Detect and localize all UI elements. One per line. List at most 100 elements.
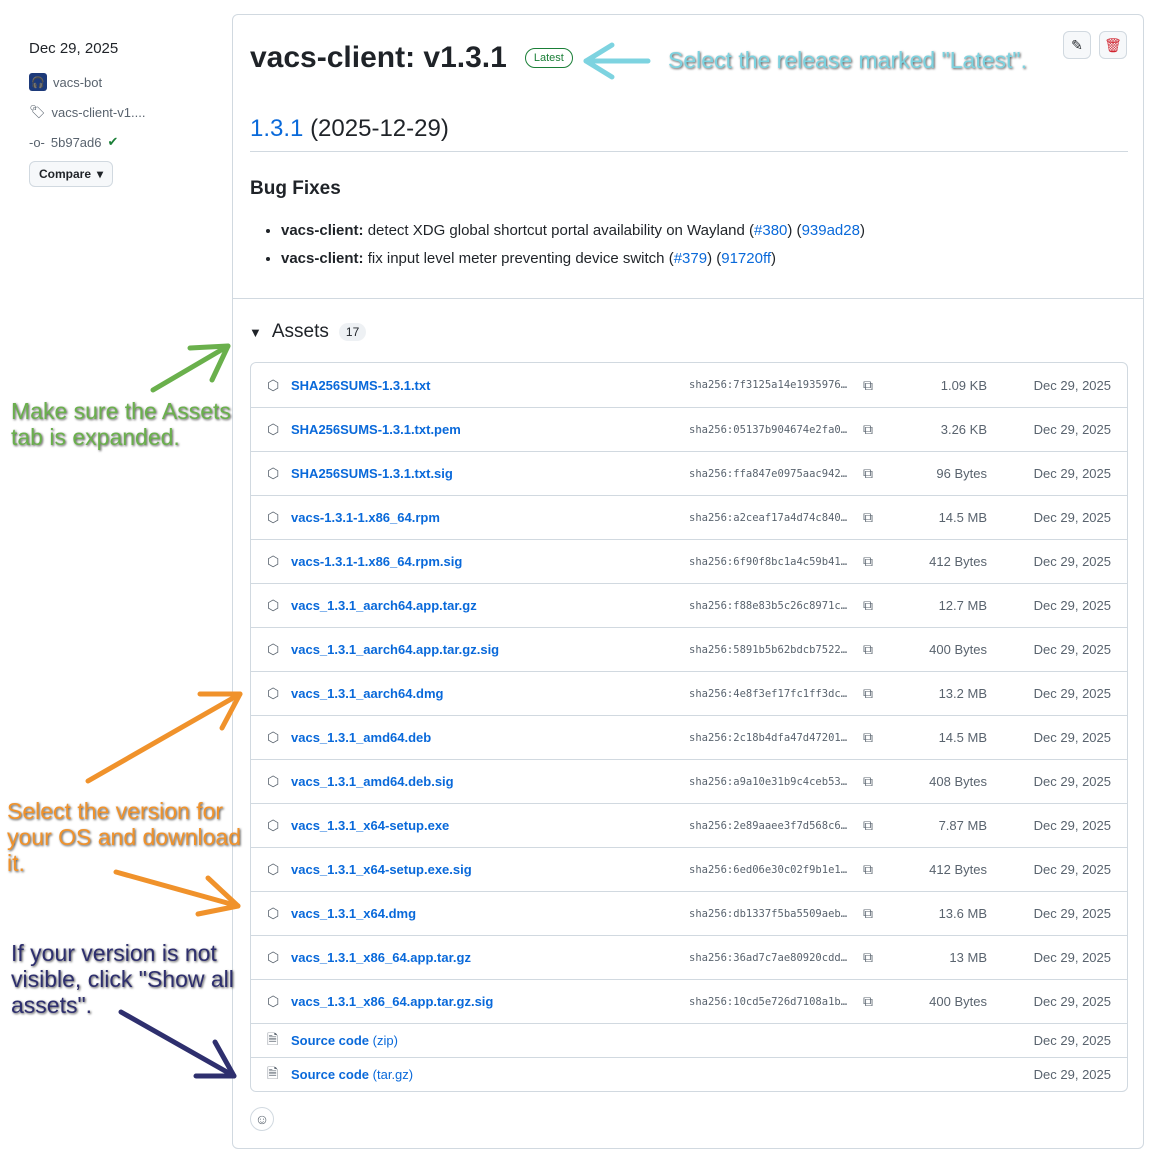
latest-badge: Latest	[524, 48, 573, 68]
asset-link[interactable]: vacs_1.3.1_x64-setup.exe.sig	[291, 862, 472, 877]
commit-icon: -o-	[29, 134, 45, 150]
asset-sha: sha256:a2ceaf17a4d74c840…	[689, 511, 848, 524]
source-row: 🗎Source code (tar.gz)Dec 29, 2025	[251, 1057, 1127, 1091]
asset-link[interactable]: SHA256SUMS-1.3.1.txt.pem	[291, 422, 461, 437]
asset-date: Dec 29, 2025	[1033, 950, 1111, 965]
asset-date: Dec 29, 2025	[1033, 906, 1111, 921]
asset-date: Dec 29, 2025	[1033, 466, 1111, 481]
copy-icon[interactable]: ⧉	[863, 993, 873, 1009]
package-icon: ⬡	[267, 421, 280, 437]
asset-link[interactable]: vacs_1.3.1_amd64.deb.sig	[291, 774, 454, 789]
asset-link[interactable]: vacs_1.3.1_aarch64.app.tar.gz	[291, 598, 477, 613]
asset-link[interactable]: vacs_1.3.1_aarch64.app.tar.gz.sig	[291, 642, 500, 657]
asset-size: 408 Bytes	[929, 774, 987, 789]
asset-date: Dec 29, 2025	[1033, 730, 1111, 745]
source-link[interactable]: Source code (zip)	[291, 1033, 398, 1048]
edit-button[interactable]: ✎	[1063, 31, 1091, 59]
copy-icon[interactable]: ⧉	[863, 861, 873, 877]
asset-date: Dec 29, 2025	[1033, 554, 1111, 569]
asset-link[interactable]: vacs_1.3.1_x86_64.app.tar.gz.sig	[291, 994, 494, 1009]
asset-size: 12.7 MB	[938, 598, 987, 613]
package-icon: ⬡	[267, 553, 280, 569]
copy-icon[interactable]: ⧉	[863, 685, 873, 701]
copy-icon[interactable]: ⧉	[863, 641, 873, 657]
asset-date: Dec 29, 2025	[1033, 1033, 1111, 1048]
section-heading: Bug Fixes	[250, 178, 341, 199]
package-icon: ⬡	[267, 729, 280, 745]
version-date: (2025-12-29)	[310, 115, 449, 142]
asset-link[interactable]: vacs_1.3.1_x86_64.app.tar.gz	[291, 950, 471, 965]
copy-icon[interactable]: ⧉	[863, 376, 873, 393]
tag-link[interactable]: 🏷vacs-client-v1....	[29, 97, 219, 127]
pr-link[interactable]: #379	[673, 250, 708, 267]
asset-link[interactable]: vacs_1.3.1_x64.dmg	[291, 906, 417, 921]
copy-icon[interactable]: ⧉	[863, 553, 873, 569]
asset-sha: sha256:36ad7c7ae80920cdd…	[689, 951, 848, 964]
package-icon: ⬡	[267, 685, 280, 701]
asset-size: 400 Bytes	[929, 994, 987, 1009]
asset-size: 14.5 MB	[938, 510, 987, 525]
package-icon: ⬡	[267, 597, 280, 613]
note-text: fix input level meter preventing device …	[363, 250, 674, 267]
package-icon: ⬡	[267, 817, 280, 833]
file-zip-icon: 🗎	[267, 1064, 279, 1081]
pr-link[interactable]: #380	[754, 222, 788, 239]
compare-button[interactable]: Compare ▾	[29, 161, 114, 187]
commit-link[interactable]: -o-5b97ad6✔	[29, 127, 219, 157]
copy-icon[interactable]: ⧉	[863, 817, 873, 833]
asset-link[interactable]: vacs-1.3.1-1.x86_64.rpm.sig	[291, 554, 463, 569]
copy-icon[interactable]: ⧉	[863, 465, 873, 481]
copy-icon[interactable]: ⧉	[863, 949, 873, 965]
note-sep: ) (	[707, 250, 722, 267]
package-icon: ⬡	[267, 861, 280, 877]
release-date: Dec 29, 2025	[29, 40, 119, 57]
copy-icon[interactable]: ⧉	[863, 905, 873, 921]
copy-icon[interactable]: ⧉	[863, 773, 873, 789]
commit-link[interactable]: 91720ff	[721, 250, 772, 267]
note-item: vacs-client: fix input level meter preve…	[281, 245, 865, 273]
copy-icon[interactable]: ⧉	[863, 421, 873, 437]
asset-link[interactable]: vacs-1.3.1-1.x86_64.rpm	[291, 510, 440, 525]
delete-button[interactable]: 🗑	[1099, 31, 1127, 59]
asset-size: 13.2 MB	[938, 686, 987, 701]
asset-sha: sha256:05137b904674e2fa0…	[689, 423, 848, 436]
package-icon: ⬡	[267, 993, 280, 1009]
asset-date: Dec 29, 2025	[1033, 422, 1111, 437]
asset-link[interactable]: SHA256SUMS-1.3.1.txt.sig	[291, 466, 453, 481]
asset-date: Dec 29, 2025	[1033, 377, 1111, 393]
add-reaction-button[interactable]: ☺	[250, 1107, 274, 1131]
asset-sha: sha256:7f3125a14e1935976…	[689, 379, 848, 391]
assets-count: 17	[338, 323, 367, 341]
note-end: )	[771, 250, 777, 267]
author-link[interactable]: 🎧vacs-bot	[29, 67, 219, 97]
asset-size: 13.6 MB	[938, 906, 987, 921]
source-link[interactable]: Source code (tar.gz)	[291, 1067, 413, 1082]
asset-size: 14.5 MB	[938, 730, 987, 745]
asset-link[interactable]: SHA256SUMS-1.3.1.txt	[291, 377, 431, 393]
asset-link[interactable]: vacs_1.3.1_x64-setup.exe	[291, 818, 450, 833]
asset-link[interactable]: vacs_1.3.1_amd64.deb	[291, 730, 432, 745]
copy-icon[interactable]: ⧉	[863, 729, 873, 745]
asset-row: ⬡ vacs_1.3.1_aarch64.dmg sha256:4e8f3ef17f…	[251, 671, 1127, 715]
copy-icon[interactable]: ⧉	[863, 597, 873, 613]
commit-link[interactable]: 939ad28	[801, 222, 860, 239]
version-link[interactable]: 1.3.1	[250, 115, 304, 142]
asset-sha: sha256:2e89aaee3f7d568c6…	[689, 819, 848, 832]
asset-sha: sha256:4e8f3ef17fc1ff3dc…	[689, 687, 848, 700]
copy-icon[interactable]: ⧉	[863, 509, 873, 525]
asset-sha: sha256:a9a10e31b9c4ceb53…	[689, 775, 848, 788]
caret-down-icon: ▾	[97, 167, 104, 181]
asset-date: Dec 29, 2025	[1033, 818, 1111, 833]
asset-link[interactable]: vacs_1.3.1_aarch64.dmg	[291, 686, 444, 701]
annotation-os: Select the version for your OS and downl…	[7, 798, 241, 876]
compare-label: Compare	[39, 167, 92, 181]
arrow-os-2	[113, 869, 241, 917]
